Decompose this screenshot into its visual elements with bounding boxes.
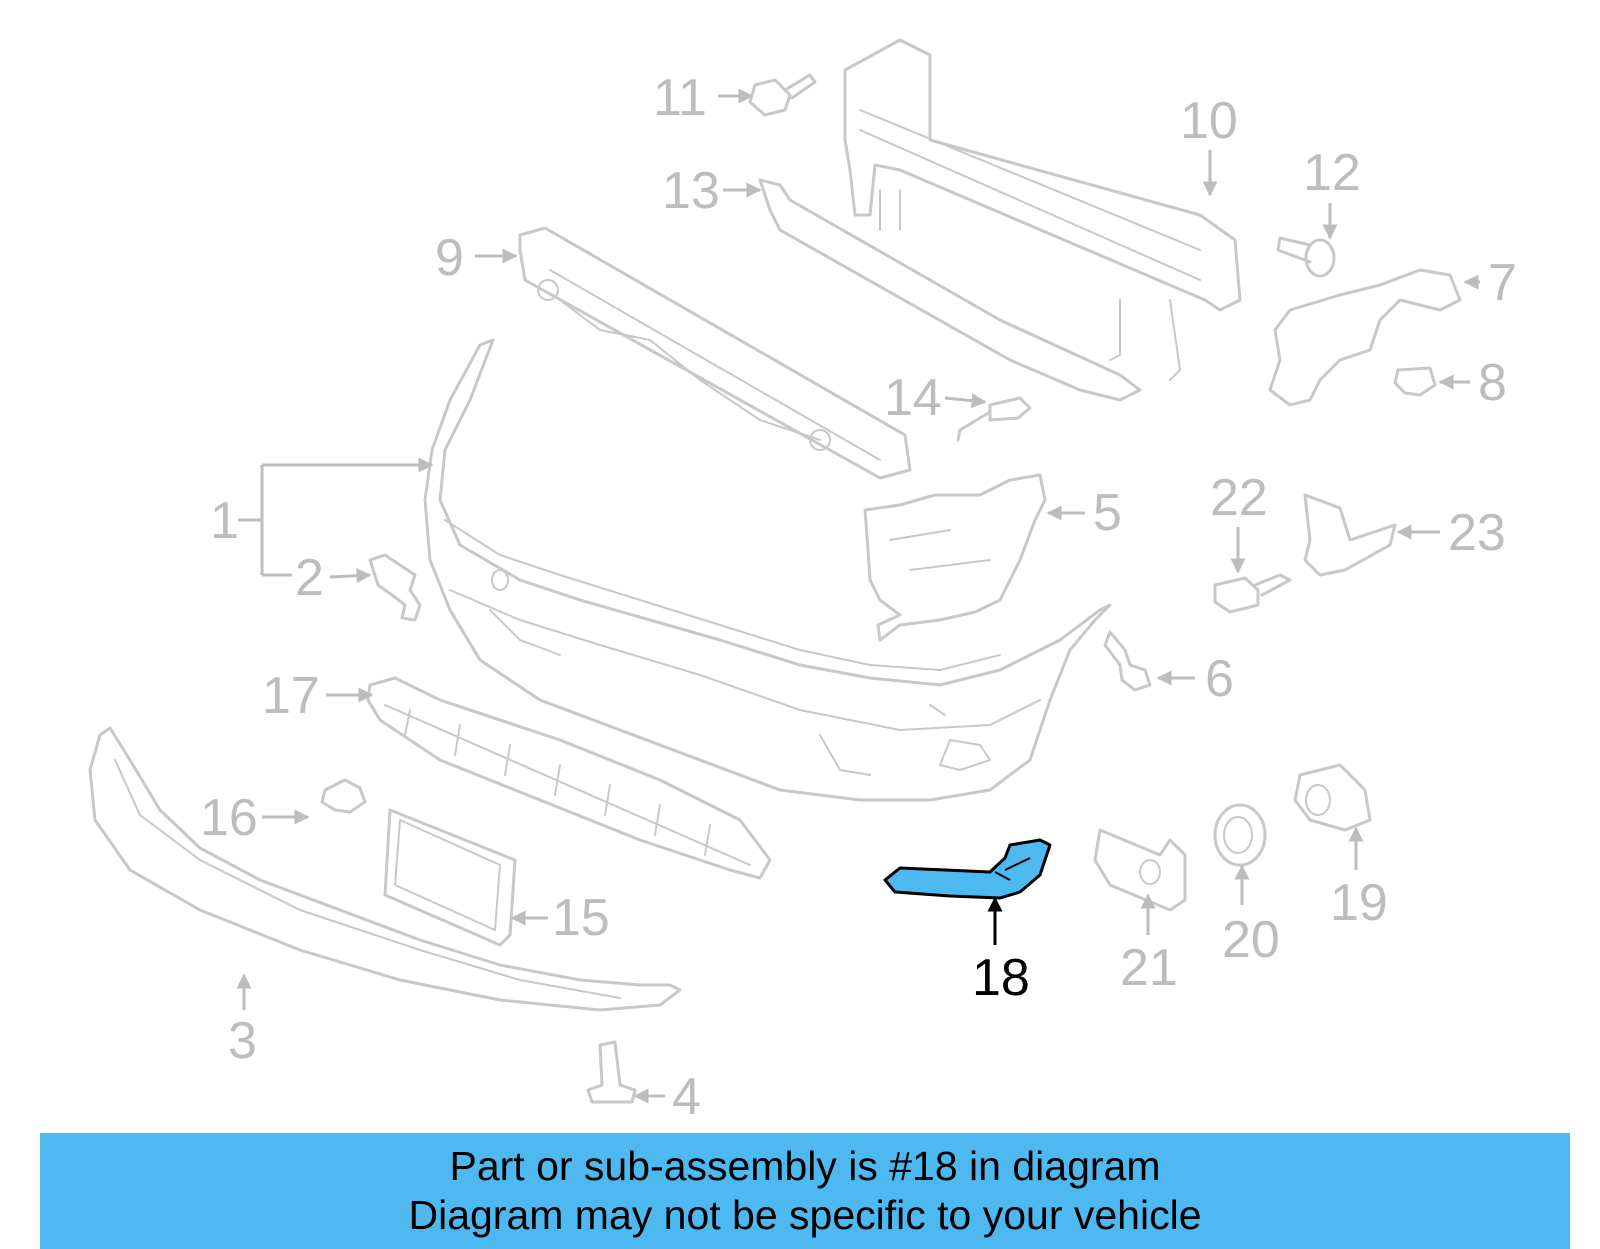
part-18-trim-highlighted xyxy=(883,838,1052,900)
part-13-strip xyxy=(758,178,1142,402)
callout-14-label: 14 xyxy=(884,369,942,427)
callout-23: 23 xyxy=(1396,504,1506,562)
callout-9-label: 9 xyxy=(435,229,464,287)
callout-4: 4 xyxy=(633,1068,701,1126)
part-7-bracket xyxy=(1268,268,1462,407)
part-16-clip xyxy=(320,778,367,814)
callout-20: 20 xyxy=(1222,864,1280,969)
callout-11-label: 11 xyxy=(653,69,707,127)
banner-line-2: Diagram may not be specific to your vehi… xyxy=(408,1192,1202,1238)
callout-15: 15 xyxy=(510,889,610,947)
callout-19-label: 19 xyxy=(1330,874,1388,932)
part-3-spoiler xyxy=(88,726,682,1012)
part-21-bracket xyxy=(1093,828,1187,912)
part-2-clip xyxy=(368,553,422,622)
callout-2: 2 xyxy=(295,549,372,607)
callout-7-label: 7 xyxy=(1488,254,1517,312)
callout-19: 19 xyxy=(1330,826,1388,932)
part-17-grille xyxy=(366,676,772,880)
callout-9: 9 xyxy=(435,229,518,287)
callout-15-label: 15 xyxy=(552,889,610,947)
callout-5: 5 xyxy=(1046,484,1122,542)
callout-12-label: 12 xyxy=(1303,144,1361,202)
callout-13-label: 13 xyxy=(662,162,720,220)
part-9-absorber xyxy=(518,226,912,480)
callout-10: 10 xyxy=(1180,92,1238,197)
callout-6: 6 xyxy=(1156,650,1234,708)
callout-17: 17 xyxy=(262,667,374,725)
callout-11: 11 xyxy=(653,69,754,127)
callout-4-label: 4 xyxy=(672,1068,701,1126)
callout-22: 22 xyxy=(1210,469,1268,574)
banner-line-1: Part or sub-assembly is #18 in diagram xyxy=(449,1143,1161,1189)
part-11-bolt xyxy=(748,73,817,117)
part-23-bracket xyxy=(1303,493,1397,577)
part-5-bracket xyxy=(863,473,1047,642)
part-14-rivet xyxy=(956,396,1032,442)
part-20-grommet xyxy=(1213,803,1267,867)
part-1-bumper-cover xyxy=(423,338,1112,802)
callout-18-label: 18 xyxy=(972,949,1030,1007)
callout-2-label: 2 xyxy=(295,549,324,607)
info-banner: Part or sub-assembly is #18 in diagram D… xyxy=(40,1133,1570,1249)
callout-17-label: 17 xyxy=(262,667,320,725)
callout-3-label: 3 xyxy=(228,1012,257,1070)
callout-3: 3 xyxy=(228,973,257,1070)
callout-5-label: 5 xyxy=(1093,484,1122,542)
callout-21: 21 xyxy=(1120,893,1178,997)
callout-23-label: 23 xyxy=(1448,504,1506,562)
part-8-clip xyxy=(1393,366,1437,397)
callout-21-label: 21 xyxy=(1120,939,1178,997)
part-12-pin xyxy=(1276,236,1336,278)
part-10-reinforcement-bar xyxy=(843,38,1242,381)
callout-22-label: 22 xyxy=(1210,469,1268,527)
callout-8: 8 xyxy=(1438,354,1507,412)
part-15-plate-bracket xyxy=(383,808,517,947)
callout-20-label: 20 xyxy=(1222,911,1280,969)
callout-16: 16 xyxy=(200,789,310,847)
callout-8-label: 8 xyxy=(1478,354,1507,412)
callout-1: 1 xyxy=(210,465,432,577)
part-19-parking-sensor xyxy=(1293,763,1372,832)
part-22-sensor xyxy=(1213,573,1292,614)
callout-6-label: 6 xyxy=(1205,650,1234,708)
callout-13: 13 xyxy=(662,162,762,220)
callout-18: 18 xyxy=(972,896,1030,1007)
callout-1-label: 1 xyxy=(210,492,239,550)
callout-14: 14 xyxy=(884,369,987,427)
part-6-push-pin xyxy=(1103,630,1152,692)
callout-12: 12 xyxy=(1303,144,1361,240)
callout-7: 7 xyxy=(1463,254,1517,312)
part-4-screw xyxy=(586,1040,637,1104)
callout-16-label: 16 xyxy=(200,789,258,847)
callout-10-label: 10 xyxy=(1180,92,1238,150)
